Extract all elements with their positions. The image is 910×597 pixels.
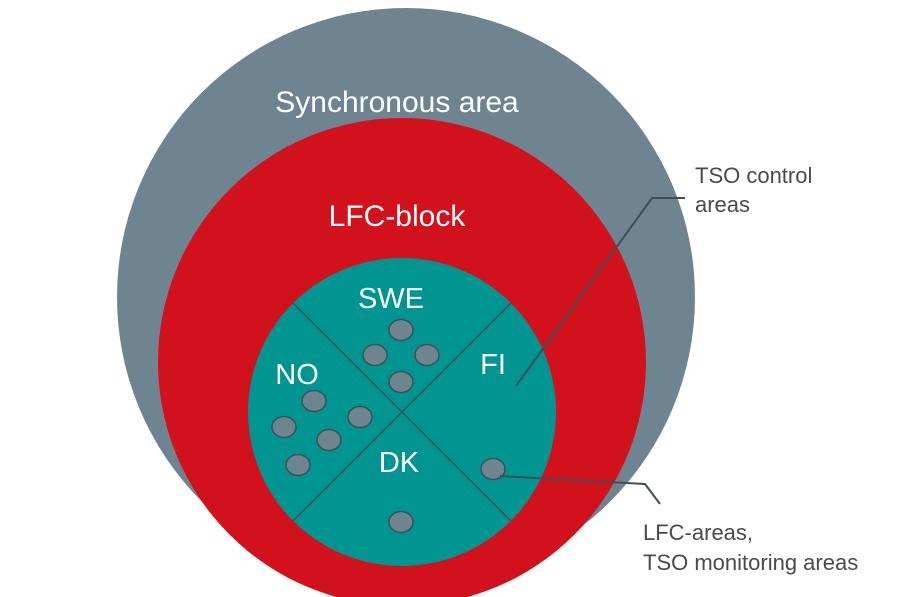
monitoring-dot <box>388 318 414 342</box>
tso-control-callout-line2: areas <box>695 192 750 217</box>
area-label-dk: DK <box>379 447 420 479</box>
monitoring-dot <box>388 510 414 534</box>
divider-line-2 <box>281 291 523 533</box>
monitoring-dot <box>347 405 373 429</box>
area-dividers <box>281 291 523 533</box>
area-label-fi: FI <box>480 349 506 381</box>
monitoring-dot <box>301 389 327 413</box>
tso-control-callout-line1: TSO control <box>695 163 812 188</box>
lfc-areas-callout-line2: TSO monitoring areas <box>643 550 858 575</box>
area-label-swe: SWE <box>358 283 424 315</box>
monitoring-dot <box>480 457 506 481</box>
tso-control-leader-line <box>515 197 685 387</box>
monitoring-dots <box>271 318 506 534</box>
monitoring-dot <box>271 415 297 439</box>
monitoring-dot <box>414 343 440 367</box>
lfc-areas-callout-line1: LFC-areas, <box>643 520 753 545</box>
monitoring-dot <box>362 343 388 367</box>
area-label-no: NO <box>275 359 319 391</box>
monitoring-dot <box>316 428 342 452</box>
monitoring-dot <box>388 370 414 394</box>
lfc-areas-leader-line <box>499 475 661 505</box>
monitoring-dot <box>285 453 311 477</box>
synchronous-area-label: Synchronous area <box>275 86 519 119</box>
lfc-block-label: LFC-block <box>329 200 467 233</box>
